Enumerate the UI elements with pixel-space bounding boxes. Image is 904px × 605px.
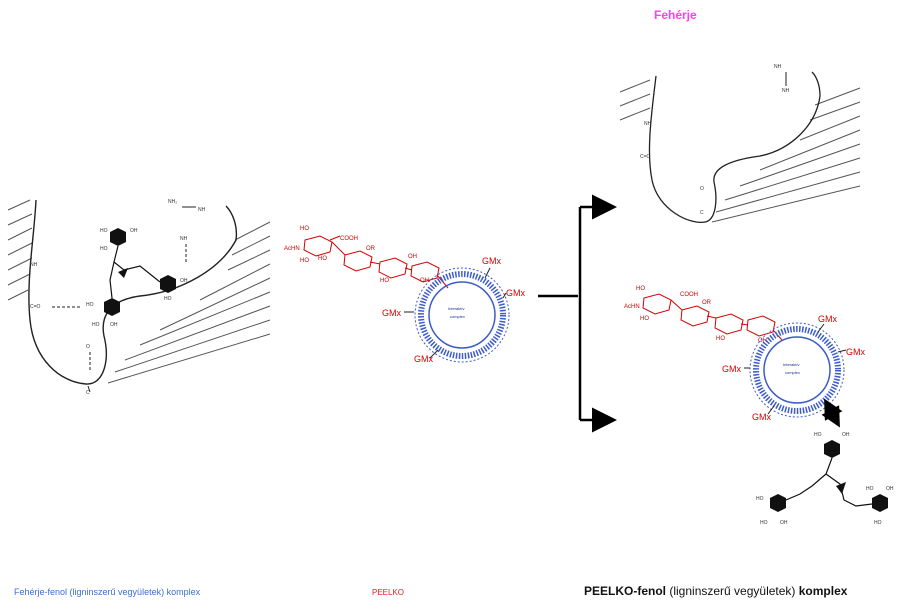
reaction-arrows — [538, 194, 617, 433]
core-label-r2: complex — [785, 370, 800, 375]
gmx-label-4: GMx — [414, 354, 433, 364]
peelko-phenol-complex: COOH AcHN HO HO OR HO OH Interaktív comp… — [624, 286, 894, 526]
ho-label-2: HO — [300, 258, 309, 264]
ho-label-3: HO — [318, 256, 327, 262]
phenol-ho-3: HO — [164, 296, 172, 302]
diagram-title: Fehérje — [654, 8, 697, 22]
phenol-oh-1: OH — [130, 228, 138, 234]
oh-label-1: OH — [420, 278, 429, 284]
core-label-r1: Interaktív — [783, 362, 799, 367]
lig-ho-4: HO — [866, 486, 874, 492]
or-label-r: OR — [702, 300, 712, 306]
free-arginine-nh-1: NH — [774, 64, 782, 70]
or-label: OR — [366, 246, 376, 252]
arginine-nh-label: NH — [198, 207, 206, 213]
cooh-label: COOH — [340, 236, 358, 242]
lig-ho-2: HO — [756, 496, 764, 502]
protein-nh-label: NH — [30, 262, 38, 268]
lig-oh-1: OH — [842, 432, 850, 438]
peelko-phenol-prefix: PEELKO-fenol — [584, 584, 667, 598]
phenol-ho-2: HO — [100, 246, 108, 252]
lig-ho-5: HO — [874, 520, 882, 526]
arginine-nh2-label: NH₂ — [168, 199, 177, 205]
free-protein-o-label: O — [700, 186, 704, 192]
free-arginine-nh-2: NH — [782, 88, 790, 94]
gmx-label-r1: GMx — [818, 314, 837, 324]
protein-o-label: O — [86, 344, 90, 350]
oh-label-2: OH — [408, 254, 417, 260]
core-label-1: Interaktív — [448, 306, 464, 311]
free-protein-c-label: C — [700, 210, 704, 216]
oh-label-r1: OH — [758, 338, 767, 344]
gmx-label-1: GMx — [482, 256, 501, 266]
protein-phenol-complex-label: Fehérje-fenol (ligninszerű vegyületek) k… — [14, 587, 201, 597]
phenol-oh-2: OH — [180, 278, 188, 284]
protein-phenol-complex: NH C=O C O NH₂ NH NH HO OH HO OH HO HO H… — [7, 199, 271, 396]
gmx-label-r2: GMx — [846, 347, 865, 357]
ho-label-1: HO — [300, 226, 309, 232]
peelko-molecule: COOH AcHN HO HO HO OR HO OH OH Interaktí… — [284, 226, 525, 364]
gmx-label-2: GMx — [506, 288, 525, 298]
gmx-label-r3: GMx — [722, 364, 741, 374]
ho-label-4: HO — [380, 278, 389, 284]
gmx-label-r4: GMx — [752, 412, 771, 422]
core-label-2: complex — [450, 314, 465, 319]
protein-co-label: C=O — [30, 304, 41, 310]
phenol-oh-3: OH — [110, 322, 118, 328]
lig-oh-2: OH — [780, 520, 788, 526]
free-protein-nh-label: NH — [644, 121, 652, 127]
free-protein-co-label: C=O — [640, 154, 651, 160]
phenol-ho-5: HO — [92, 322, 100, 328]
acnh-label-r: AcHN — [624, 304, 640, 310]
peelko-phenol-complex-label: PEELKO-fenol (ligninszerű vegyületek) ko… — [584, 584, 847, 598]
lig-oh-3: OH — [886, 486, 894, 492]
lig-ho-3: HO — [760, 520, 768, 526]
acnh-label: AcHN — [284, 246, 300, 252]
arginine-nh-label-2: NH — [180, 236, 188, 242]
lig-ho-1: HO — [814, 432, 822, 438]
gmx-label-3: GMx — [382, 308, 401, 318]
protein-c-label: C — [86, 390, 90, 396]
phenol-ho-4: HO — [86, 302, 94, 308]
peelko-phenol-suffix: komplex — [798, 584, 848, 598]
cooh-label-r: COOH — [680, 292, 698, 298]
free-protein: NH C=O O C NH NH — [619, 64, 861, 224]
ho-label-r2: HO — [640, 316, 649, 322]
phenol-ho-1: HO — [100, 228, 108, 234]
ho-label-r1: HO — [636, 286, 645, 292]
peelko-phenol-middle: (ligninszerű vegyületek) — [666, 584, 799, 598]
peelko-label: PEELKO — [372, 588, 405, 597]
ho-label-r3: HO — [716, 336, 725, 342]
